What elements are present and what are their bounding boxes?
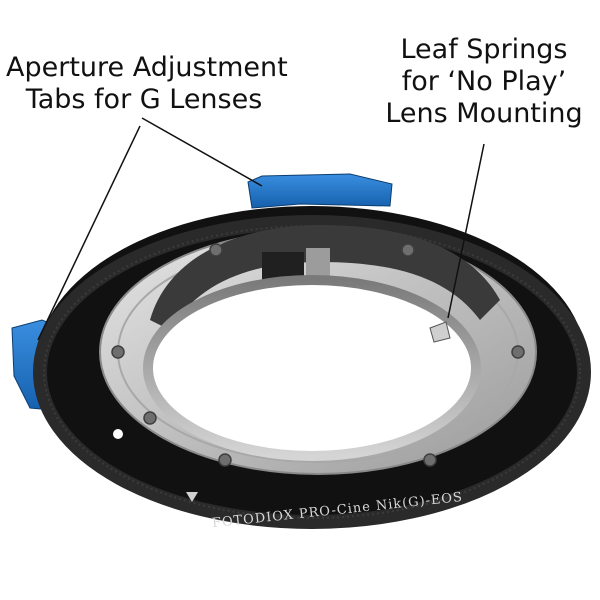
aperture-label-line2: Tabs for G Lenses xyxy=(25,84,263,115)
release-pin-hole xyxy=(113,429,123,439)
leaf-spring xyxy=(429,321,451,343)
lens-opening xyxy=(143,275,481,461)
leaf-label-line1: Leaf Springs xyxy=(400,34,568,65)
leaf-springs-label: Leaf Springs for ‘No Play’ Lens Mounting xyxy=(372,34,596,130)
aperture-tabs-label: Aperture Adjustment Tabs for G Lenses xyxy=(6,52,288,116)
leaf-label-line2: for ‘No Play’ xyxy=(401,66,567,97)
callout-line-aperture-left xyxy=(37,125,141,341)
aperture-tab-top xyxy=(247,173,393,209)
leaf-label-line3: Lens Mounting xyxy=(385,98,583,129)
mount-screws xyxy=(111,243,525,467)
index-mark xyxy=(186,492,198,502)
callout-line-aperture-top xyxy=(141,117,263,187)
callout-line-leaf-spring xyxy=(447,143,485,319)
aperture-label-line1: Aperture Adjustment xyxy=(6,52,288,83)
